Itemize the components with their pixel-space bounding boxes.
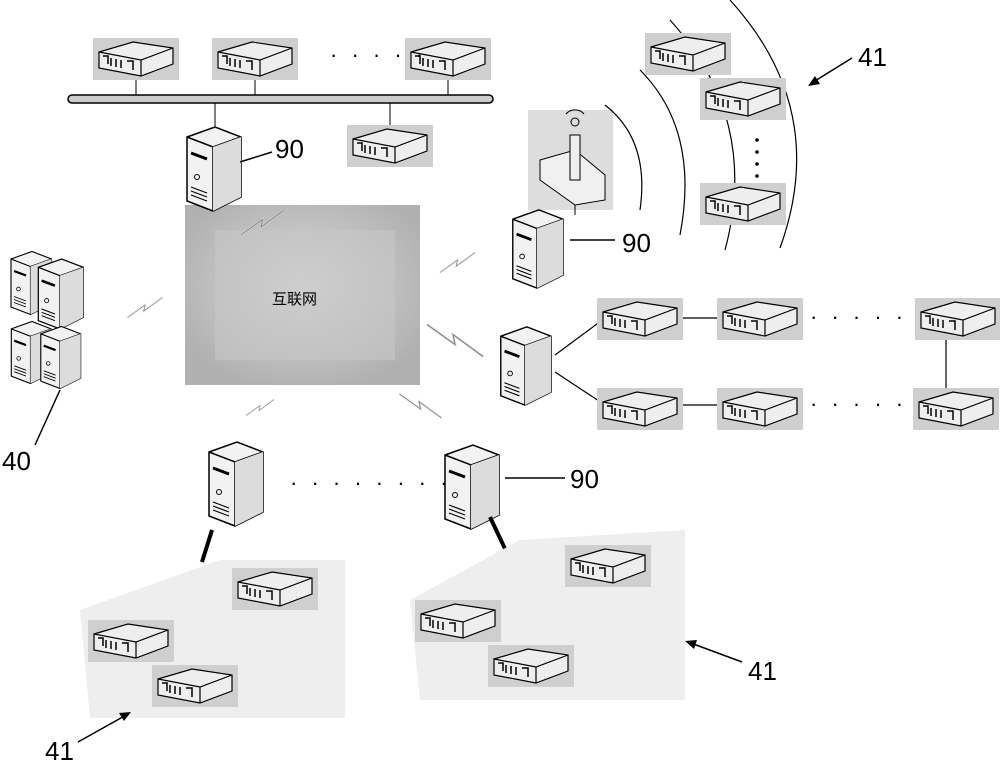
lan-bus [68,78,493,128]
device-icon [93,38,179,80]
label-40: 40 [2,446,31,476]
label-41: 41 [858,42,887,72]
device-icon [913,388,999,430]
device-icon [597,388,683,430]
device-icon [88,620,174,662]
wireless-router-icon [528,110,613,210]
label-90: 90 [570,464,599,494]
ellipsis: · · · · · · · · [290,470,451,495]
gateway-server-icon [501,327,551,405]
device-icon [565,545,651,587]
internet-cloud: 互联网 [185,205,420,385]
ellipsis: · · · · · [810,304,907,329]
device-icon [915,298,1000,340]
internet-label: 互联网 [272,290,317,308]
label-41: 41 [748,656,777,686]
server-cluster-icon [11,252,83,389]
device-icon [212,38,298,80]
wireless-link-icon [128,298,163,318]
device-icon [645,33,731,75]
wireless-link-icon [400,394,442,418]
device-icon [415,600,501,642]
wireless-link-icon [440,253,475,273]
gateway-server-icon [445,445,499,529]
gateway-server-icon [187,127,241,211]
device-icon [488,645,574,687]
device-icon [152,665,238,707]
label-90: 90 [275,134,304,164]
gateway-server-icon [513,210,563,288]
ellipsis: · · · · · [330,42,427,67]
wireless-link-icon [246,400,274,416]
wireless-link-icon [427,325,483,357]
device-icon [700,183,786,225]
device-icon [347,125,433,167]
device-icon [717,388,803,430]
device-icon [597,298,683,340]
ellipsis-vertical [755,138,759,178]
label-41: 41 [45,736,74,763]
device-icon [700,78,786,120]
device-icon [717,298,803,340]
ellipsis: · · · · · [810,391,907,416]
label-90: 90 [622,228,651,258]
gateway-server-icon [209,442,263,526]
device-icon [232,568,318,610]
